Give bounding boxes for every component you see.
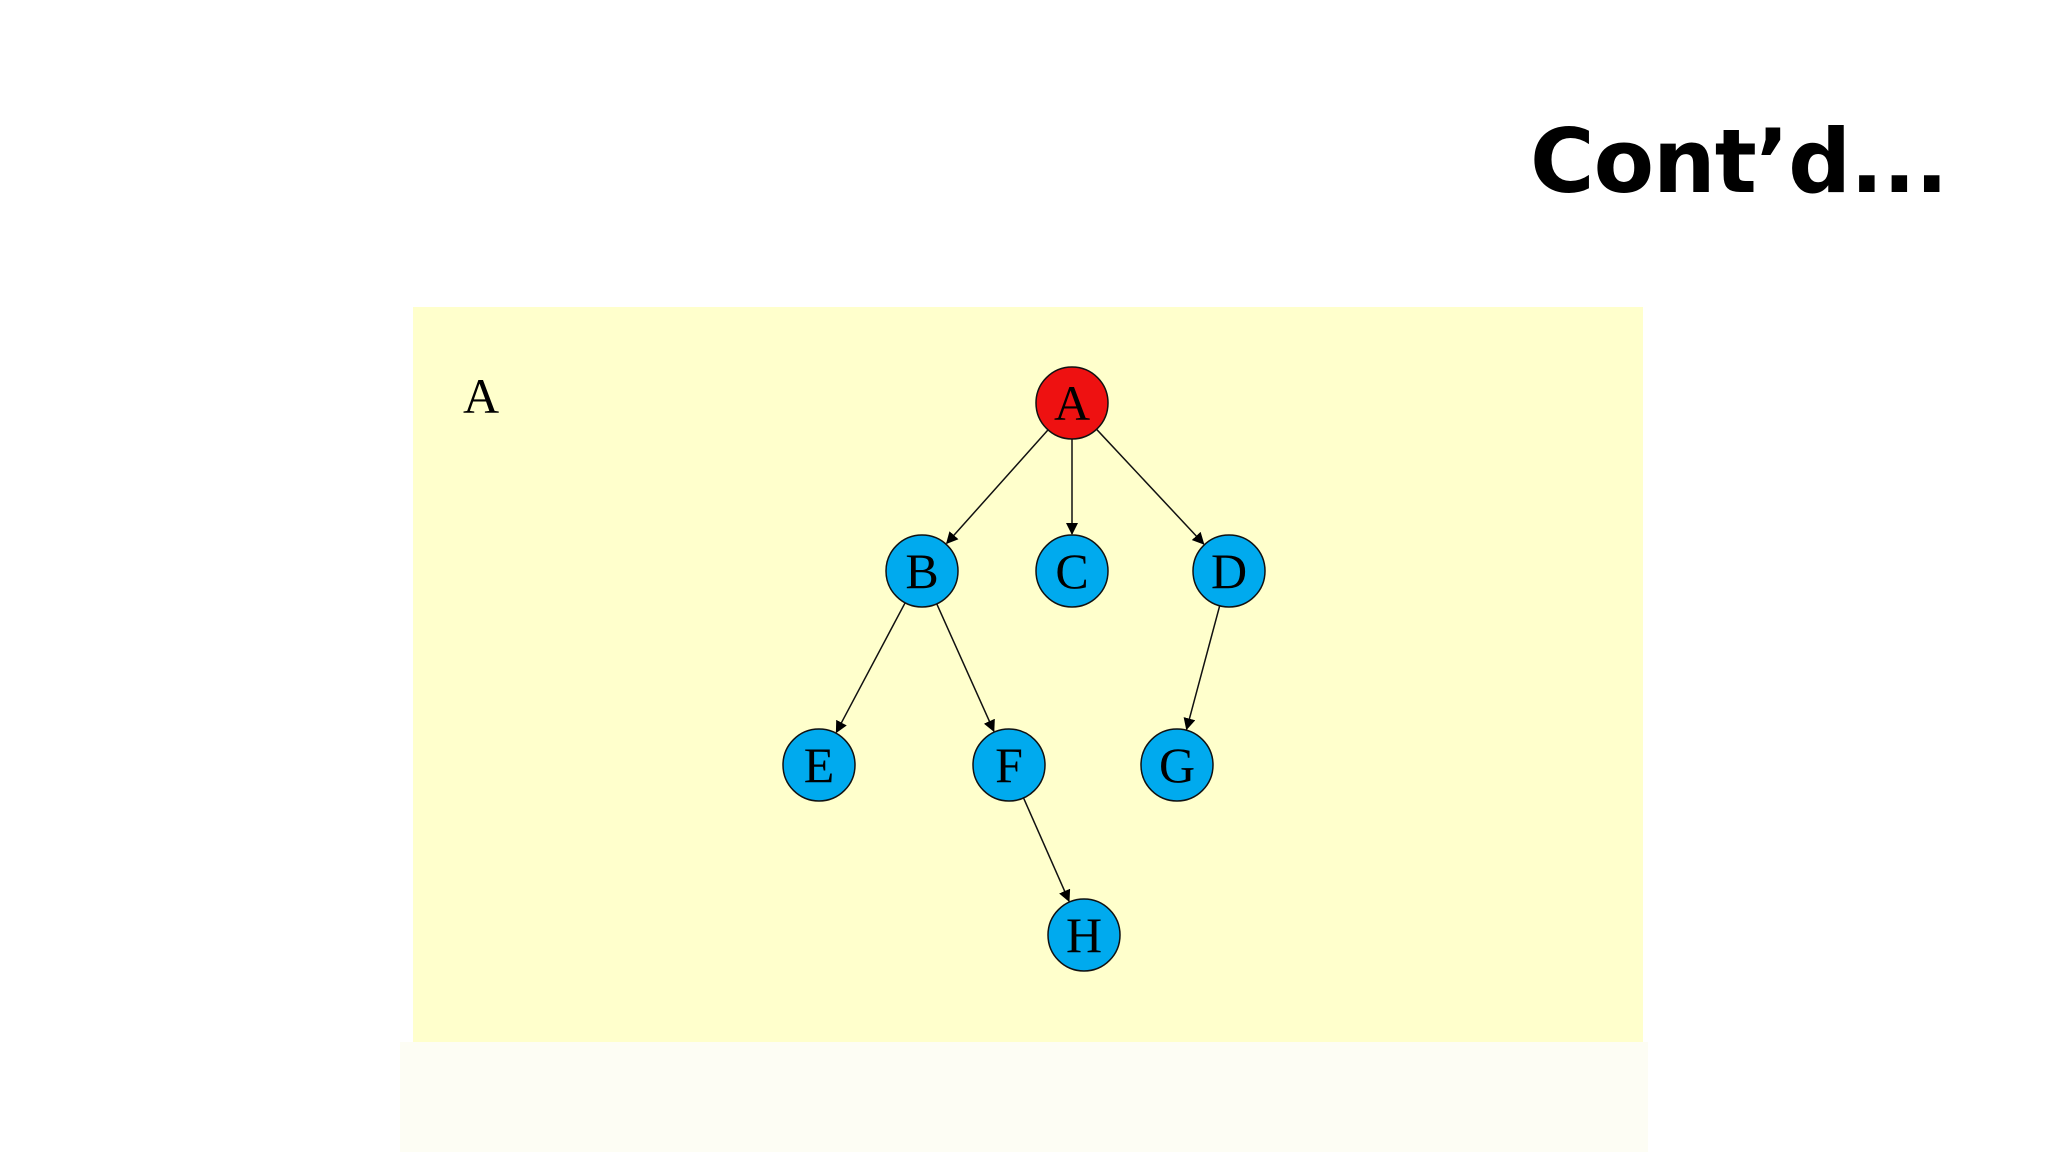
node-b: B	[885, 534, 959, 608]
slide-title: Cont’d...	[1530, 110, 1948, 213]
node-g: G	[1140, 728, 1214, 802]
node-circle-g	[1140, 728, 1214, 802]
node-circle-b	[885, 534, 959, 608]
edge-d-g	[1183, 605, 1221, 731]
edge-a-d	[1096, 428, 1205, 545]
node-d: D	[1192, 534, 1266, 608]
diagram-caption: A	[463, 368, 499, 424]
node-circle-d	[1192, 534, 1266, 608]
node-f: F	[972, 728, 1046, 802]
node-circle-c	[1035, 534, 1109, 608]
diagram-panel-shadow	[400, 1042, 1648, 1152]
node-a: A	[1035, 366, 1109, 440]
node-label-c: C	[1055, 543, 1088, 599]
node-e: E	[782, 728, 856, 802]
diagram-panel	[413, 307, 1643, 1042]
edge-layer	[835, 428, 1221, 903]
node-circle-a	[1035, 366, 1109, 440]
node-h: H	[1047, 898, 1121, 972]
node-label-d: D	[1211, 543, 1247, 599]
node-label-f: F	[995, 737, 1023, 793]
tree-diagram: A A B C D E F G H	[463, 366, 1266, 972]
edge-f-h	[1022, 797, 1071, 903]
edge-b-f	[936, 603, 995, 733]
node-label-a: A	[1054, 375, 1090, 431]
node-label-b: B	[905, 543, 938, 599]
node-layer: A B C D E F G H	[782, 366, 1266, 972]
node-label-g: G	[1159, 737, 1195, 793]
node-circle-h	[1047, 898, 1121, 972]
edge-a-b	[945, 429, 1049, 545]
node-circle-e	[782, 728, 856, 802]
node-label-e: E	[804, 737, 835, 793]
node-c: C	[1035, 534, 1109, 608]
node-label-h: H	[1066, 907, 1102, 963]
edge-b-e	[835, 602, 906, 734]
node-circle-f	[972, 728, 1046, 802]
